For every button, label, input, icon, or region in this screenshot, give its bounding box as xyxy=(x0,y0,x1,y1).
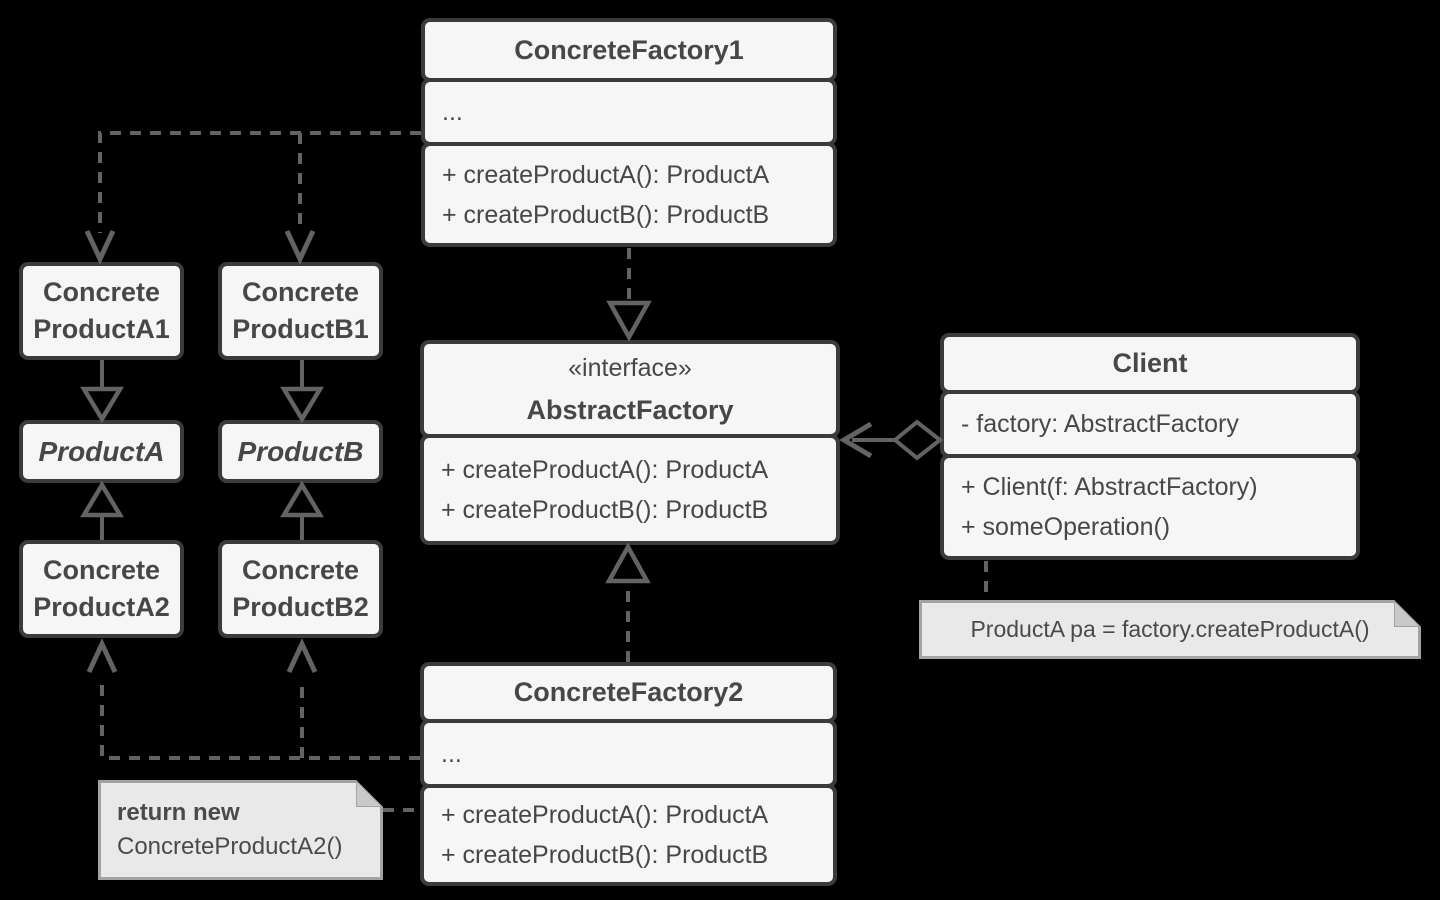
class-title-line: Concrete xyxy=(42,555,161,585)
class-attributes-compartment: ... xyxy=(421,78,837,146)
attribute-line: ... xyxy=(442,98,463,126)
class-product-b: ProductB xyxy=(218,420,383,483)
class-methods-compartment: + createProductA(): ProductA + createPro… xyxy=(420,434,840,545)
attribute-line: - factory: AbstractFactory xyxy=(961,410,1239,438)
method-line: + createProductB(): ProductB xyxy=(441,841,769,869)
dependency-arrow-cf1-to-product-a1-b1 xyxy=(84,131,421,265)
class-title-compartment: Concrete ProductB1 xyxy=(218,262,383,360)
method-line: + createProductA(): ProductA xyxy=(441,801,769,829)
class-title-line: ProductB2 xyxy=(232,592,369,622)
interface-stereotype: «interface» xyxy=(568,354,692,382)
class-title-compartment: Concrete ProductA2 xyxy=(19,540,184,638)
class-title: ConcreteFactory2 xyxy=(513,677,744,707)
class-title: ProductB xyxy=(237,435,364,467)
class-methods-compartment: + Client(f: AbstractFactory) + someOpera… xyxy=(940,454,1360,560)
class-concrete-factory1: ConcreteFactory1 ... + createProductA():… xyxy=(421,18,837,247)
class-title-line: ProductA1 xyxy=(33,314,170,344)
class-title: Client xyxy=(1112,348,1188,378)
class-title-compartment: Client xyxy=(940,333,1360,394)
class-title-compartment: ConcreteFactory2 xyxy=(420,662,837,723)
class-title-compartment: ProductA xyxy=(19,420,184,483)
note-text-line: return new xyxy=(117,799,240,826)
class-abstract-factory: «interface» AbstractFactory + createProd… xyxy=(420,340,840,545)
class-title-line: ProductA2 xyxy=(33,592,170,622)
class-attributes-compartment: - factory: AbstractFactory xyxy=(940,390,1360,458)
class-title-compartment: «interface» AbstractFactory xyxy=(420,340,840,438)
generalization-arrow-product-b1-to-product-b xyxy=(280,360,324,424)
class-title-line: Concrete xyxy=(241,277,360,307)
method-line: + createProductB(): ProductB xyxy=(442,200,770,229)
class-title-compartment: ProductB xyxy=(218,420,383,483)
note-client-code: ProductA pa = factory.createProductA() xyxy=(919,600,1421,659)
class-title-compartment: Concrete ProductB2 xyxy=(218,540,383,638)
class-concrete-product-b2: Concrete ProductB2 xyxy=(218,540,383,638)
dependency-arrow-cf2-to-product-a2-b2 xyxy=(86,638,420,760)
class-concrete-product-a2: Concrete ProductA2 xyxy=(19,540,184,638)
note-text-line: ConcreteProductA2() xyxy=(117,833,343,860)
class-title: ProductA xyxy=(38,435,165,467)
class-methods-compartment: + createProductA(): ProductA + createPro… xyxy=(421,142,837,247)
class-product-a: ProductA xyxy=(19,420,184,483)
class-concrete-product-b1: Concrete ProductB1 xyxy=(218,262,383,360)
class-title-compartment: ConcreteFactory1 xyxy=(421,18,837,82)
class-client: Client - factory: AbstractFactory + Clie… xyxy=(940,333,1360,560)
generalization-arrow-product-a1-to-product-a xyxy=(80,360,124,424)
class-methods-compartment: + createProductA(): ProductA + createPro… xyxy=(420,784,837,886)
method-line: + someOperation() xyxy=(961,513,1171,541)
realization-arrow-cf1-to-abstract-factory xyxy=(606,248,652,342)
note-return-new: return new ConcreteProductA2() xyxy=(98,780,383,880)
class-title: AbstractFactory xyxy=(526,395,734,425)
class-concrete-factory2: ConcreteFactory2 ... + createProductA():… xyxy=(420,662,837,886)
method-line: + Client(f: AbstractFactory) xyxy=(961,473,1258,501)
generalization-arrow-product-a2-to-product-a xyxy=(80,480,124,540)
attribute-line: ... xyxy=(441,739,462,768)
method-line: + createProductA(): ProductA xyxy=(442,160,770,189)
note-text: ProductA pa = factory.createProductA() xyxy=(970,616,1370,642)
generalization-arrow-product-b2-to-product-b xyxy=(280,480,324,540)
class-attributes-compartment: ... xyxy=(420,719,837,788)
realization-arrow-cf2-to-abstract-factory xyxy=(605,542,651,662)
class-title-line: Concrete xyxy=(241,555,360,585)
class-title: ConcreteFactory1 xyxy=(514,34,744,65)
note-fold-corner-icon xyxy=(1394,600,1421,627)
class-title-line: Concrete xyxy=(42,277,161,307)
class-title-compartment: Concrete ProductA1 xyxy=(19,262,184,360)
aggregation-arrow-client-to-abstract-factory xyxy=(839,419,944,461)
method-line: + createProductB(): ProductB xyxy=(441,495,769,524)
note-fold-corner-icon xyxy=(356,780,383,807)
method-line: + createProductA(): ProductA xyxy=(441,455,769,484)
class-title-line: ProductB1 xyxy=(232,314,369,344)
class-concrete-product-a1: Concrete ProductA1 xyxy=(19,262,184,360)
